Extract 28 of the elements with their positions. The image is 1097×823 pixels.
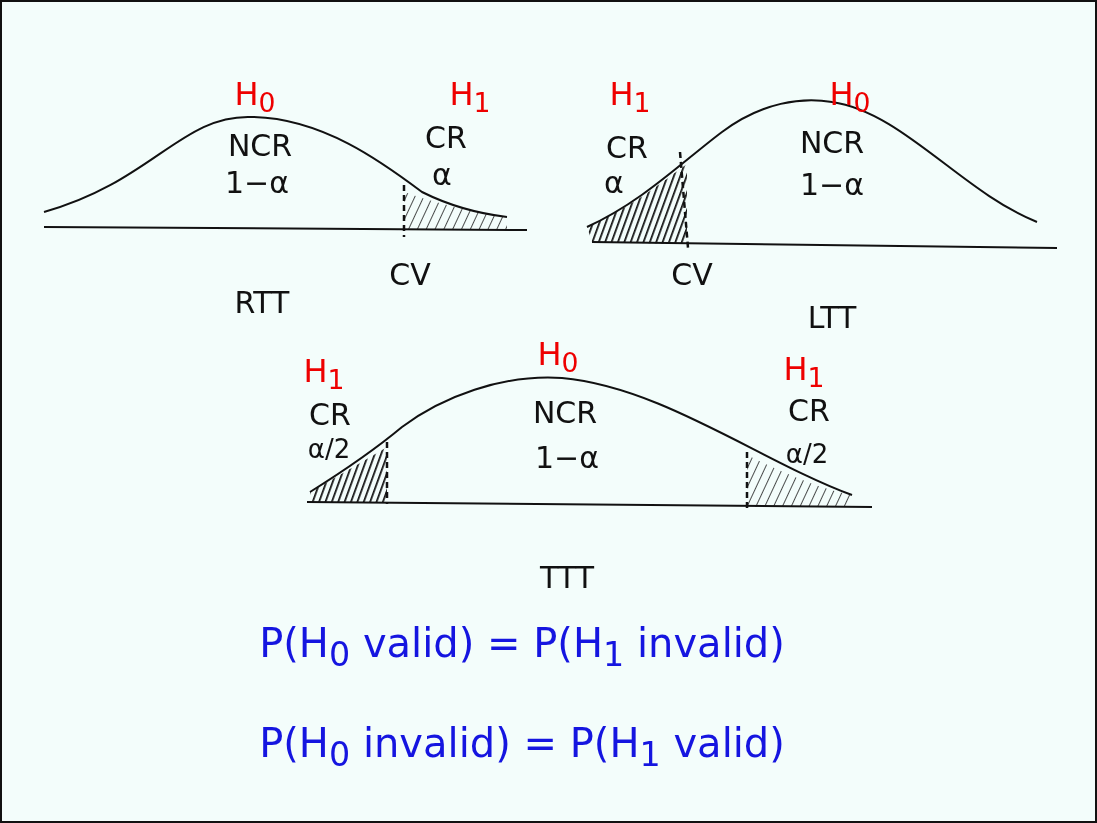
critical-value-label: CV [389,257,431,291]
significance-label: α [432,157,452,191]
test-type-label: LTT [807,300,857,334]
hypothesis-label: H$_{0}$ [537,336,579,378]
significance-label: 1−α [535,440,599,474]
probability-equation: P(H$_{0}$ valid) = P(H$_{1}$ invalid) [259,620,785,674]
significance-label: α [604,165,624,199]
hypothesis-label: H$_{1}$ [783,351,825,393]
significance-label: 1−α [800,167,864,201]
significance-label: α/2 [785,439,829,469]
test-type-label: RTT [234,285,290,319]
region-label: CR [606,130,648,164]
region-label: NCR [799,125,865,159]
region-label: NCR [227,128,293,162]
region-label: CR [425,120,467,154]
hypothesis-label: H$_{0}$ [234,76,276,118]
test-type-label: TTT [540,560,594,594]
significance-label: 1−α [225,165,289,199]
hypothesis-label: H$_{1}$ [609,76,651,118]
region-label: NCR [532,395,598,429]
critical-value-label: CV [671,257,713,291]
significance-label: α/2 [307,434,351,464]
hypothesis-label: H$_{1}$ [449,76,491,118]
region-label: CR [309,397,351,431]
hypothesis-label: H$_{0}$ [829,76,871,118]
probability-equation: P(H$_{0}$ invalid) = P(H$_{1}$ valid) [259,720,785,774]
hypothesis-label: H$_{1}$ [303,353,345,395]
region-label: CR [788,393,830,427]
